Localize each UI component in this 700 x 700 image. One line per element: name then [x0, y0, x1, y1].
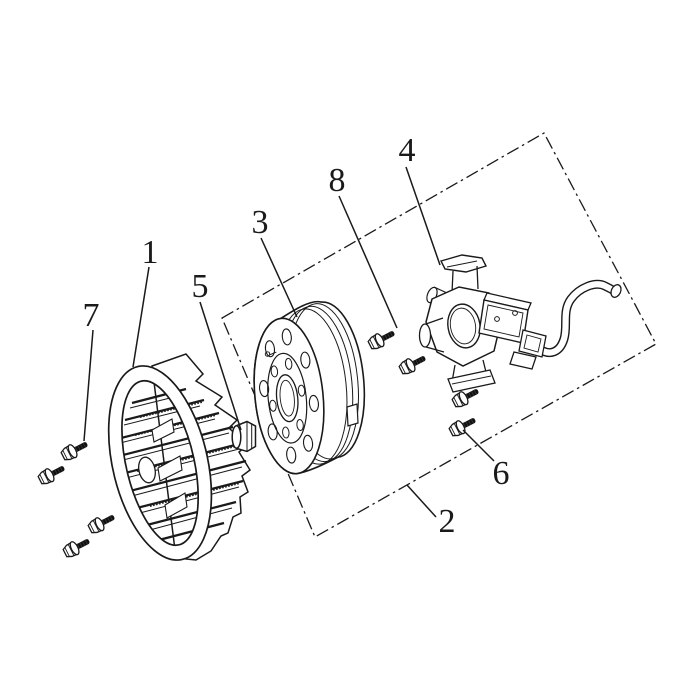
- callout-label-2: 2: [439, 503, 456, 540]
- flange-bolt: [61, 533, 93, 560]
- callout-label-6: 6: [493, 455, 510, 492]
- flange-bolt: [59, 436, 91, 463]
- leader-line-4: [405, 166, 441, 266]
- callout-label-8: 8: [329, 162, 346, 199]
- rotor-bolt-holes: [258, 328, 320, 464]
- leader-line-5: [199, 301, 242, 431]
- rotor-index-tick: [269, 351, 277, 356]
- wire-clamp: [518, 329, 547, 358]
- rotor-face: [253, 317, 325, 475]
- flywheel-rim: [107, 365, 213, 561]
- stator-bottom-coil: [447, 369, 496, 393]
- callout-label-1: 1: [142, 234, 159, 271]
- leader-line-6: [462, 429, 495, 462]
- flywheel: [107, 353, 251, 561]
- rotor: [253, 300, 366, 475]
- leader-line-8: [338, 195, 398, 329]
- wire-end-grommet: [610, 284, 622, 298]
- leader-line-3: [260, 237, 298, 318]
- wire-clamp-lower: [509, 351, 537, 370]
- flange-bolt: [86, 509, 118, 536]
- callout-label-7: 7: [83, 297, 100, 334]
- flywheel-hub: [138, 456, 156, 484]
- flange-nut: [231, 420, 257, 453]
- stator-left-coil: [418, 323, 432, 348]
- flange-bolt: [397, 350, 429, 377]
- rotor-boss: [267, 352, 308, 444]
- stator-center-bore: [449, 307, 477, 345]
- rotor-center-hole: [275, 374, 299, 423]
- callout-label-3: 3: [252, 204, 269, 241]
- pickup-screw-hole: [494, 316, 500, 322]
- flywheel-vanes: [151, 418, 188, 519]
- leader-lines: [83, 166, 495, 518]
- flange-bolt: [366, 325, 398, 352]
- rotor-index-mark: [264, 351, 271, 357]
- flange-bolt: [36, 460, 68, 487]
- wire-harness: [534, 281, 619, 356]
- rotor-boss-holes: [269, 357, 306, 439]
- leader-line-2: [406, 484, 437, 518]
- callout-label-4: 4: [399, 132, 416, 169]
- flywheel-fin-hatching: [134, 401, 241, 507]
- flywheel-bolts: [36, 436, 118, 560]
- callout-label-5: 5: [192, 268, 209, 305]
- callout-labels: 1 2 3 4 5 6 7 8: [83, 132, 510, 540]
- rotor-center-bore: [279, 379, 295, 417]
- leader-line-7: [83, 329, 94, 442]
- pickup-screw-hole: [512, 310, 518, 316]
- flange-bolt: [447, 412, 479, 439]
- rotor-keyway: [346, 403, 359, 427]
- leader-line-1: [132, 266, 150, 368]
- stator-assembly: [418, 254, 622, 393]
